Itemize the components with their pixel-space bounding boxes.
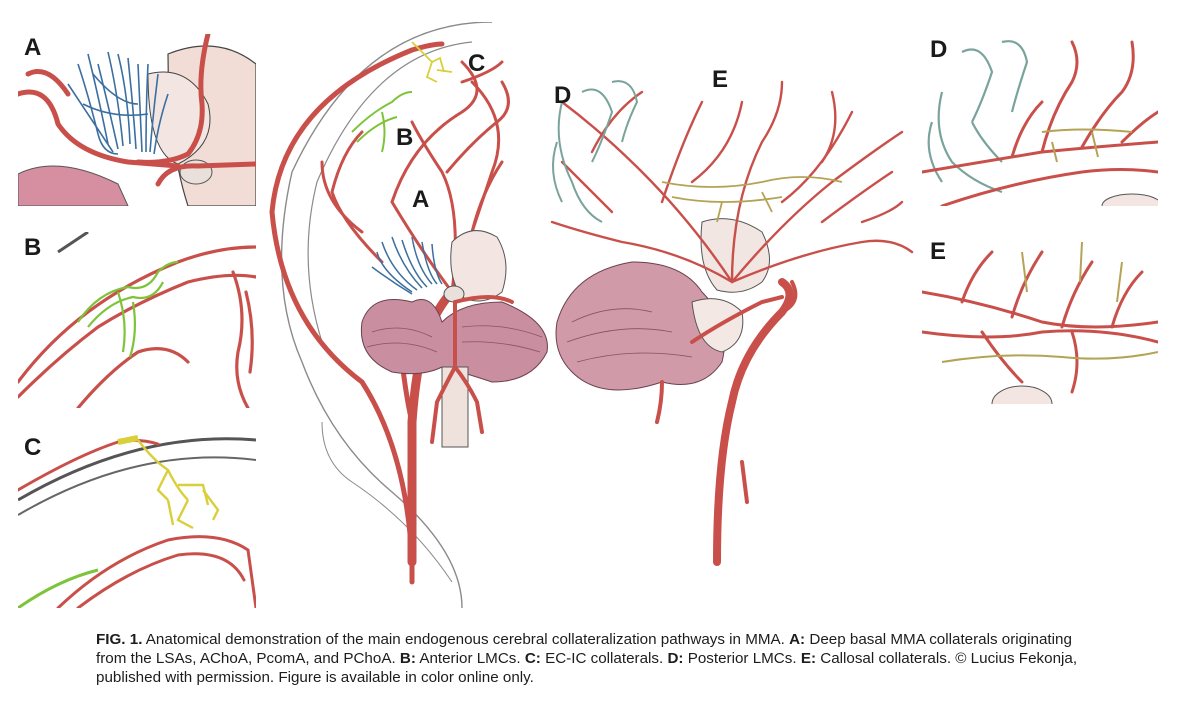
inset-d-label: D <box>930 36 948 63</box>
caption-fig-label: FIG. 1. <box>96 631 143 648</box>
inset-d-illustration <box>922 40 1158 206</box>
main-label-a: A <box>412 186 430 213</box>
inset-b-label: B <box>24 234 42 261</box>
caption-d-text: Posterior LMCs. <box>683 650 801 667</box>
main-anatomy-svg <box>269 21 914 609</box>
inset-panel-d: D <box>922 32 1158 206</box>
caption-e-label: E: <box>800 650 816 667</box>
inset-panel-b: B <box>18 232 256 408</box>
inset-a-illustration <box>18 34 256 206</box>
inset-e-illustration <box>922 241 1158 404</box>
caption-e-text: Callosal collaterals. © Lucius Fekonja, … <box>96 650 1078 686</box>
caption-d-label: D: <box>667 650 684 667</box>
caption-c-label: C: <box>524 650 541 667</box>
inset-e-label: E <box>930 238 947 265</box>
main-label-d: D <box>554 82 572 109</box>
inset-c-illustration <box>18 435 256 608</box>
main-label-b: B <box>396 124 414 151</box>
caption-a-label: A: <box>789 631 806 648</box>
inset-panel-a: A <box>18 34 256 206</box>
caption-c-text: EC-IC collaterals. <box>540 650 668 667</box>
inset-b-illustration <box>18 232 256 408</box>
caption-a-text: Deep basal MMA collaterals originating f… <box>96 631 1072 667</box>
main-illustration: A B C D E <box>262 21 922 612</box>
inset-a-label: A <box>24 34 42 61</box>
main-label-e: E <box>712 66 729 93</box>
inset-panel-c: C <box>18 430 256 608</box>
figure-caption: FIG. 1. Anatomical demonstration of the … <box>96 630 1086 687</box>
inset-panel-e: E <box>922 232 1158 404</box>
caption-intro: Anatomical demonstration of the main end… <box>142 631 790 648</box>
inset-c-label: C <box>24 434 42 461</box>
main-label-c: C <box>468 50 486 77</box>
caption-b-text: Anterior LMCs. <box>415 650 525 667</box>
caption-b-label: B: <box>399 650 416 667</box>
